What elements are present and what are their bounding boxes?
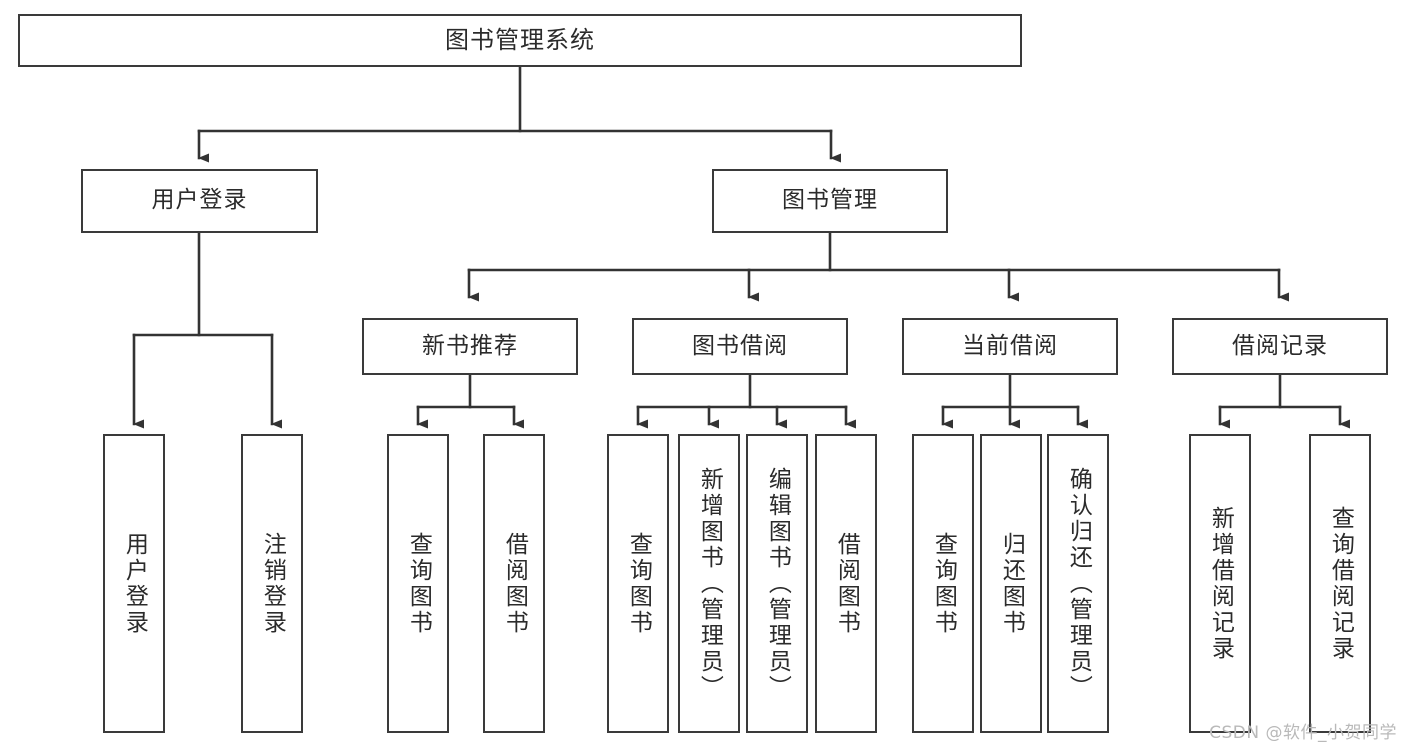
node-leaf-borrow-book-2[interactable]: 借阅图书	[815, 434, 877, 733]
node-label: 借阅图书	[501, 531, 528, 636]
node-label: 新增图书（管理员）	[696, 466, 723, 701]
node-leaf-user-login[interactable]: 用户登录	[103, 434, 165, 733]
node-label: 查询图书	[405, 531, 432, 636]
csdn-watermark: CSDN @软件_小贺同学	[1209, 723, 1397, 743]
node-label: 归还图书	[998, 531, 1025, 636]
node-user-login[interactable]: 用户登录	[81, 169, 318, 233]
node-borrow-record[interactable]: 借阅记录	[1172, 318, 1388, 375]
node-label: 图书管理系统	[445, 26, 595, 55]
node-label: 查询图书	[625, 531, 652, 636]
node-label: 借阅图书	[833, 531, 860, 636]
node-leaf-edit-book[interactable]: 编辑图书（管理员）	[746, 434, 808, 733]
node-leaf-return-book[interactable]: 归还图书	[980, 434, 1042, 733]
node-book-management[interactable]: 图书管理	[712, 169, 948, 233]
node-label: 查询借阅记录	[1327, 505, 1354, 662]
node-leaf-add-borrow-record[interactable]: 新增借阅记录	[1189, 434, 1251, 733]
node-leaf-query-book-2[interactable]: 查询图书	[607, 434, 669, 733]
node-label: 注销登录	[259, 531, 286, 636]
node-leaf-query-book-1[interactable]: 查询图书	[387, 434, 449, 733]
node-label: 用户登录	[121, 531, 148, 636]
node-label: 借阅记录	[1232, 332, 1328, 359]
node-current-borrow[interactable]: 当前借阅	[902, 318, 1118, 375]
node-root-book-management-system[interactable]: 图书管理系统	[18, 14, 1022, 67]
node-label: 图书管理	[782, 187, 878, 214]
node-leaf-borrow-book-1[interactable]: 借阅图书	[483, 434, 545, 733]
node-leaf-query-book-3[interactable]: 查询图书	[912, 434, 974, 733]
node-label: 当前借阅	[962, 332, 1058, 359]
node-leaf-confirm-return[interactable]: 确认归还（管理员）	[1047, 434, 1109, 733]
node-label: 查询图书	[930, 531, 957, 636]
node-label: 编辑图书（管理员）	[764, 466, 791, 701]
node-label: 用户登录	[151, 187, 248, 214]
node-new-book-recommend[interactable]: 新书推荐	[362, 318, 578, 375]
node-label: 新增借阅记录	[1207, 505, 1234, 662]
node-book-borrow[interactable]: 图书借阅	[632, 318, 848, 375]
node-leaf-add-book[interactable]: 新增图书（管理员）	[678, 434, 740, 733]
node-leaf-logout-login[interactable]: 注销登录	[241, 434, 303, 733]
node-label: 确认归还（管理员）	[1065, 466, 1092, 701]
node-label: 图书借阅	[692, 332, 788, 359]
node-leaf-query-borrow-record[interactable]: 查询借阅记录	[1309, 434, 1371, 733]
node-label: 新书推荐	[422, 332, 518, 359]
